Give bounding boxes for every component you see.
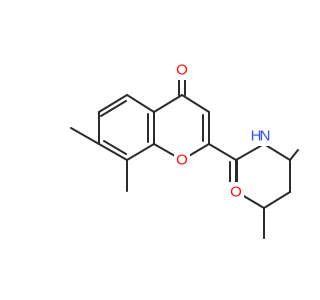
bond [126, 94, 155, 113]
bond [263, 191, 291, 209]
ketone-oxygen-label: O [176, 62, 188, 79]
amide-nitrogen-label: N [260, 128, 271, 145]
bond [181, 94, 210, 113]
amide-hydrogen-label: H [251, 128, 262, 145]
ring-oxygen-label: O [176, 152, 188, 169]
bond [103, 140, 127, 155]
bond [153, 94, 183, 113]
atom-label-backgrounds [174, 60, 275, 202]
bond [289, 149, 299, 161]
molecule-structure: O O O N H [70, 60, 299, 239]
amide-oxygen-label: O [230, 184, 242, 201]
bond [126, 143, 155, 161]
bond [263, 143, 291, 161]
bond [98, 94, 128, 113]
bond [70, 127, 100, 145]
bond [100, 100, 127, 117]
atom-labels: O O O N H [176, 62, 270, 201]
bond [235, 143, 265, 161]
bond [208, 143, 237, 161]
bond [98, 143, 128, 161]
